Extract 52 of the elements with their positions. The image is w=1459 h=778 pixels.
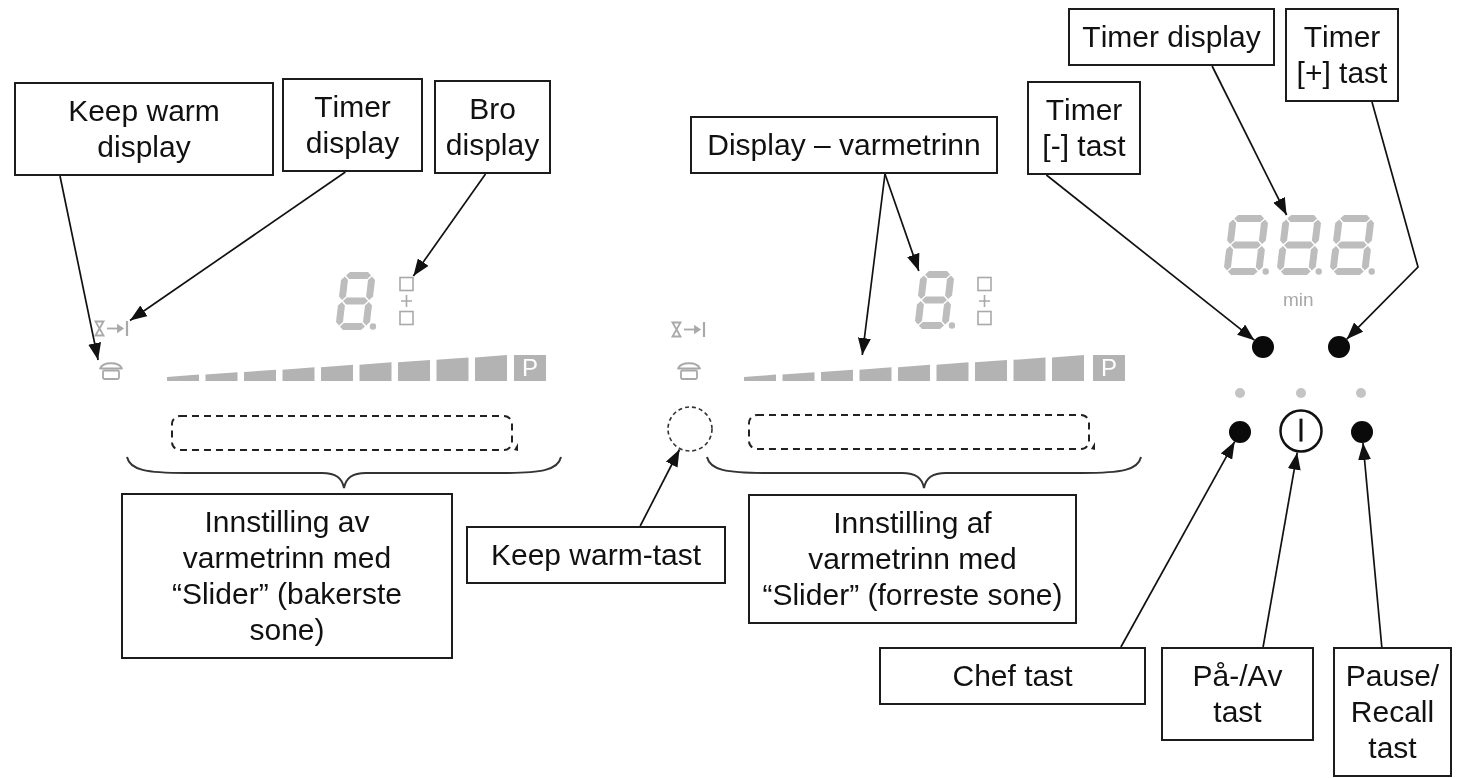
leader-arrow bbox=[1358, 442, 1383, 648]
boost-level-indicator: P bbox=[514, 355, 546, 381]
callout-text: Pause/ Recall tast bbox=[1344, 658, 1441, 766]
callout-text: Chef tast bbox=[952, 658, 1073, 694]
callout-text: Timer [+] tast bbox=[1295, 19, 1389, 91]
callout-text: Timer display bbox=[304, 89, 401, 161]
callout-text: Timer display bbox=[1082, 19, 1261, 55]
callout-box bbox=[879, 647, 1146, 705]
pot-icon bbox=[98, 360, 124, 380]
callout-text: Display – varmetrinn bbox=[707, 127, 981, 163]
leader-arrow bbox=[412, 173, 487, 277]
callout-box bbox=[690, 116, 998, 174]
callout-box bbox=[282, 78, 423, 172]
callout-text: Keep warm-tast bbox=[490, 537, 702, 573]
callout-box bbox=[1027, 81, 1141, 175]
callout-text: Bro display bbox=[444, 91, 541, 163]
callout-box bbox=[748, 494, 1077, 624]
callout-box bbox=[466, 526, 726, 584]
power-icon bbox=[1279, 409, 1323, 453]
callout-text: Innstilling af varmetrinn med “Slider” (forreste sone) bbox=[761, 505, 1064, 613]
heat-level-bar bbox=[744, 355, 1084, 381]
hourglass-timer-icon bbox=[94, 320, 130, 337]
callout-box bbox=[1333, 647, 1452, 777]
leader-arrow bbox=[639, 448, 681, 527]
key-dot-icon bbox=[1328, 336, 1350, 358]
heat-level-bar bbox=[167, 355, 507, 381]
leader-arrow bbox=[884, 173, 920, 272]
leader-arrow bbox=[1045, 174, 1256, 342]
leader-arrow bbox=[1262, 451, 1301, 648]
callout-box bbox=[121, 493, 453, 659]
leader-arrow bbox=[59, 175, 101, 361]
key-dot-icon bbox=[1351, 421, 1373, 443]
boost-level-indicator: P bbox=[1093, 355, 1125, 381]
unit-label: min bbox=[1283, 289, 1314, 311]
callout-text: På-/Av tast bbox=[1191, 658, 1284, 730]
key-dot-icon bbox=[1252, 336, 1274, 358]
callout-text: Keep warm display bbox=[67, 93, 221, 165]
callout-box bbox=[14, 82, 274, 176]
callout-text: Innstilling av varmetrinn med “Slider” (bakerste sone) bbox=[170, 504, 404, 648]
leader-arrow bbox=[1120, 440, 1236, 648]
callout-box bbox=[1161, 647, 1314, 741]
leader-arrow bbox=[129, 171, 347, 322]
leader-arrow bbox=[1345, 101, 1419, 341]
leader-arrow bbox=[857, 173, 886, 356]
dashed-ring-icon bbox=[667, 406, 713, 452]
linked-zones-icon bbox=[398, 276, 415, 326]
key-dot-icon bbox=[1229, 421, 1251, 443]
callout-text: Timer [-] tast bbox=[1041, 92, 1127, 164]
callout-box bbox=[434, 80, 551, 174]
leader-arrow bbox=[1211, 65, 1288, 216]
callout-box bbox=[1068, 8, 1275, 66]
callout-box bbox=[1285, 8, 1399, 102]
